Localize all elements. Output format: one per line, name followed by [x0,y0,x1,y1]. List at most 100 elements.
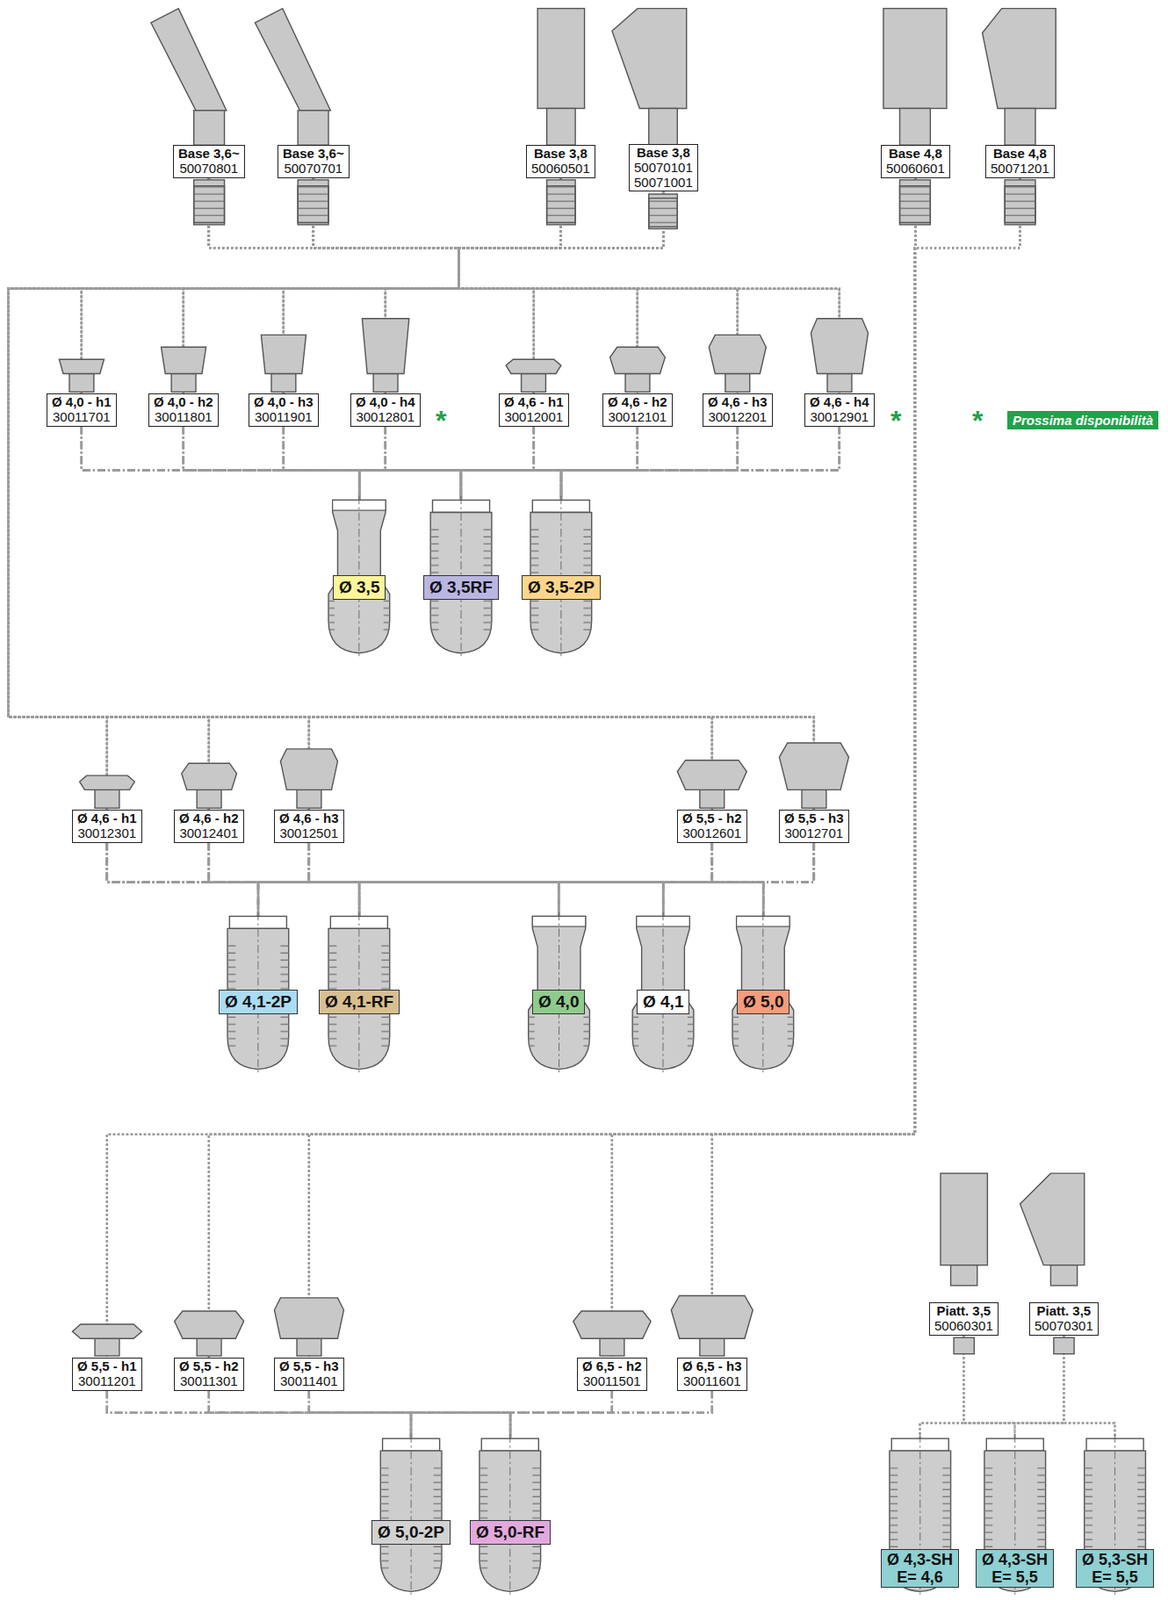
label-text: Ø 6,5 - h3 [682,1359,743,1375]
availability-asterisk: * [890,406,902,435]
connector-line [7,178,713,810]
implant-label: Ø 5,0 [736,989,790,1015]
label-text: 30012701 [784,826,844,842]
abutments [58,318,868,1356]
label-text: Ø 5,5 - h3 [784,811,844,827]
implant-label: Ø 5,0-2P [371,1520,451,1545]
base-label: Piatt. 3,550060301 [929,1302,999,1336]
connector-line [313,178,534,394]
connector-line [7,191,815,810]
abutment-label: Ø 4,0 - h430012801 [350,393,421,427]
label-text: Ø 3,5RF [429,577,493,598]
implant-label: Ø 3,5RF [423,575,499,600]
connector-line [209,178,916,1358]
label-text: Ø 4,0 - h2 [153,395,214,411]
abutment-label: Ø 4,0 - h330011901 [248,393,319,427]
connector-line [359,426,638,576]
abutment-label: Ø 5,5 - h230012601 [677,809,748,844]
abutment-label: Ø 4,6 - h330012501 [273,809,345,844]
label-text: Ø 5,5 - h1 [77,1359,137,1375]
abutment-bases [151,8,1085,1355]
abutment-label: Ø 5,5 - h230011301 [173,1357,245,1392]
connector-line [283,178,460,394]
connector-line [209,178,638,394]
abutment-label: Ø 4,6 - h330012201 [702,393,773,427]
abutment-label: Ø 4,6 - h230012101 [602,393,673,427]
connector-line [459,178,738,394]
connector-line [81,426,360,576]
abutment-label: Ø 6,5 - h330011601 [677,1357,748,1392]
implant-label: Ø 5,3-SHE= 5,5 [1075,1549,1154,1588]
implant-label: Ø 5,0-RF [469,1520,551,1545]
connector-line [183,191,664,394]
label-text: Ø 4,0 - h3 [253,395,314,411]
label-text: Ø 4,6 - h1 [504,395,564,411]
connector-line [410,1391,713,1521]
connector-line [283,178,562,394]
connector-line [7,178,459,810]
label-text: 30012201 [707,410,768,426]
connector-line [107,178,1021,1358]
label-text: E= 5,5 [981,1568,1048,1587]
connector-line [7,178,459,810]
base-label: Base 3,85007010150071001 [628,144,699,192]
label-text: 50060601 [886,161,945,177]
label-text: Base 4,8 [886,146,945,162]
connector-line [183,178,562,394]
legend-swatch: Prossima disponibilità [1007,410,1159,430]
label-text: Base 3,8 [634,145,693,161]
label-text: 50071201 [990,161,1050,177]
implant-label: Ø 3,5 [332,575,386,600]
connector-line [7,178,713,810]
label-text: Base 4,8 [990,146,1050,162]
abutment-label: Ø 5,5 - h330012701 [778,809,850,844]
connector-line [7,178,561,810]
implant-label: Ø 4,1 [636,989,690,1015]
label-text: 30011301 [179,1374,239,1390]
label-text: Base 3,8 [531,146,591,162]
label-text: Ø 4,1 [642,992,684,1012]
implant-label: Ø 4,0 [532,989,585,1015]
label-text: Ø 5,5 - h2 [179,1359,239,1375]
label-text: 30011201 [77,1374,137,1390]
label-text: 50060301 [934,1319,994,1334]
label-text: 30012101 [607,410,668,426]
label-text: 30011701 [51,410,112,426]
abutment-label: Ø 4,6 - h130012301 [72,809,143,844]
label-text: 30011801 [153,410,214,426]
label-text: 30012901 [809,410,870,426]
connector-line [209,178,1021,1358]
connector-line [313,178,638,394]
connector-line [209,178,460,394]
connector-line [7,178,459,810]
connector-line [107,178,916,1358]
connector-line [7,178,815,810]
connector-line [81,191,664,394]
connector-line [7,178,815,810]
label-text: Piatt. 3,5 [934,1304,994,1320]
label-text: Ø 4,1-RF [324,992,394,1012]
label-text: Base 3,6~ [282,146,345,162]
label-text: 50070701 [282,161,345,177]
connector-line [7,178,815,810]
label-text: Ø 4,1-2P [224,992,292,1012]
connector-line [283,191,664,394]
label-text: 50071001 [634,175,693,191]
label-text: Ø 4,0 [538,992,579,1012]
abutment-label: Ø 4,6 - h130012001 [498,393,570,427]
abutment-label: Ø 4,6 - h430012901 [804,393,875,427]
connector-line [612,178,1021,1358]
base-label: Piatt. 3,550070301 [1029,1302,1099,1336]
connector-line [81,178,562,394]
connector-line [209,178,460,394]
label-text: Ø 4,3-SH [886,1550,953,1569]
label-text: 30011501 [582,1374,642,1390]
connector-line [7,178,459,810]
implant-label: Ø 3,5-2P [521,575,601,600]
base-label: Base 3,6~50070801 [173,144,246,179]
legend-text: Prossima disponibilità [1012,412,1154,428]
connector-line [7,178,561,810]
label-text: Ø 5,5 - h3 [279,1359,339,1375]
label-text: 30012001 [504,410,564,426]
